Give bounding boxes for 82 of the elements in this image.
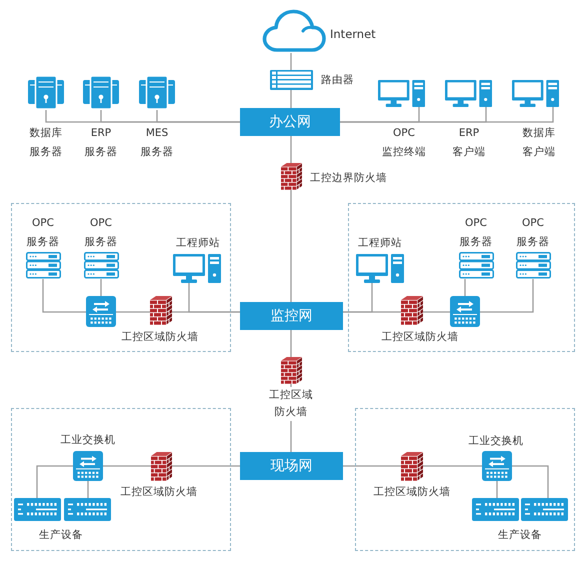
device-label: Internet: [330, 27, 376, 41]
device-label: MES 服务器: [140, 126, 174, 160]
equipment-icon: [472, 498, 519, 521]
equipment-icon: [64, 498, 111, 521]
network-line: [188, 283, 240, 313]
device-label: OPC 监控终端: [381, 126, 427, 160]
computer-icon: [445, 80, 492, 107]
network-line: [290, 330, 292, 357]
device-label: 工业交换机: [468, 434, 524, 448]
server-icon: [459, 252, 494, 279]
device-label: ERP 服务器: [84, 126, 118, 160]
network-line: [290, 90, 292, 108]
server-icon: [516, 252, 551, 279]
server-icon: [83, 75, 119, 110]
network-line: [116, 311, 150, 313]
computer-icon: [173, 254, 221, 283]
computer-icon: [512, 80, 559, 107]
network-line: [87, 481, 89, 498]
device-label: OPC 服务器: [84, 216, 118, 250]
device-label: 数据库服务器: [28, 126, 64, 160]
device-label: OPC 服务器: [26, 216, 60, 250]
firewall-icon: [401, 452, 423, 481]
network-box: 监控网: [240, 302, 343, 330]
network-line: [290, 53, 292, 70]
network-line: [340, 107, 554, 123]
device-label: OPC 服务器: [516, 216, 550, 250]
switch-icon: [73, 451, 103, 481]
server-icon: [26, 252, 61, 279]
network-line: [103, 465, 151, 467]
computer-icon: [378, 80, 425, 107]
device-label: 工控区域防火墙: [374, 485, 450, 499]
equipment-icon: [521, 498, 568, 521]
device-label: 工控区域防火墙: [382, 330, 458, 344]
network-line: [36, 465, 73, 498]
dashed-region: [355, 408, 575, 551]
network-line: [512, 465, 549, 498]
computer-icon: [356, 254, 404, 283]
network-line: [290, 136, 292, 163]
device-label: 工控区域防火墙: [120, 485, 198, 499]
cloud-icon: [262, 8, 326, 53]
device-label: 数据库客户端: [522, 126, 556, 160]
switch-icon: [482, 451, 512, 481]
network-line: [464, 279, 466, 296]
dashed-region: [11, 408, 231, 551]
device-label: 路由器: [321, 73, 354, 87]
device-label: 工程师站: [358, 236, 402, 250]
device-label: ERP 客户端: [452, 126, 486, 160]
network-line: [42, 279, 86, 313]
dashed-region: [11, 203, 231, 352]
network-line: [343, 465, 401, 467]
device-label: 工控区域防火墙: [268, 387, 314, 421]
firewall-icon: [401, 296, 423, 325]
switch-icon: [450, 296, 480, 327]
network-box: 现场网: [240, 452, 343, 480]
server-icon: [84, 252, 119, 279]
router-icon: [270, 70, 313, 90]
device-label: 生产设备: [498, 528, 542, 542]
network-line: [423, 465, 482, 467]
network-line: [290, 190, 292, 302]
dashed-region: [348, 203, 575, 352]
network-line: [480, 279, 534, 313]
network-line: [100, 279, 102, 296]
device-label: 工业交换机: [60, 433, 116, 447]
firewall-icon: [150, 296, 172, 325]
firewall-icon: [281, 357, 302, 384]
device-label: 工控区域防火墙: [122, 330, 198, 344]
firewall-icon: [151, 452, 172, 481]
device-label: 生产设备: [39, 528, 83, 542]
network-line: [496, 481, 498, 498]
server-icon: [28, 75, 64, 110]
network-line: [156, 110, 240, 123]
server-icon: [139, 75, 175, 110]
switch-icon: [86, 296, 116, 327]
device-label: 工控边界防火墙: [310, 171, 387, 185]
firewall-icon: [281, 163, 302, 190]
network-box: 办公网: [240, 108, 340, 136]
device-label: OPC 服务器: [458, 216, 494, 250]
network-line: [343, 311, 401, 313]
equipment-icon: [14, 498, 61, 521]
network-line: [423, 311, 450, 313]
network-line: [172, 465, 240, 467]
device-label: 工程师站: [176, 236, 220, 250]
